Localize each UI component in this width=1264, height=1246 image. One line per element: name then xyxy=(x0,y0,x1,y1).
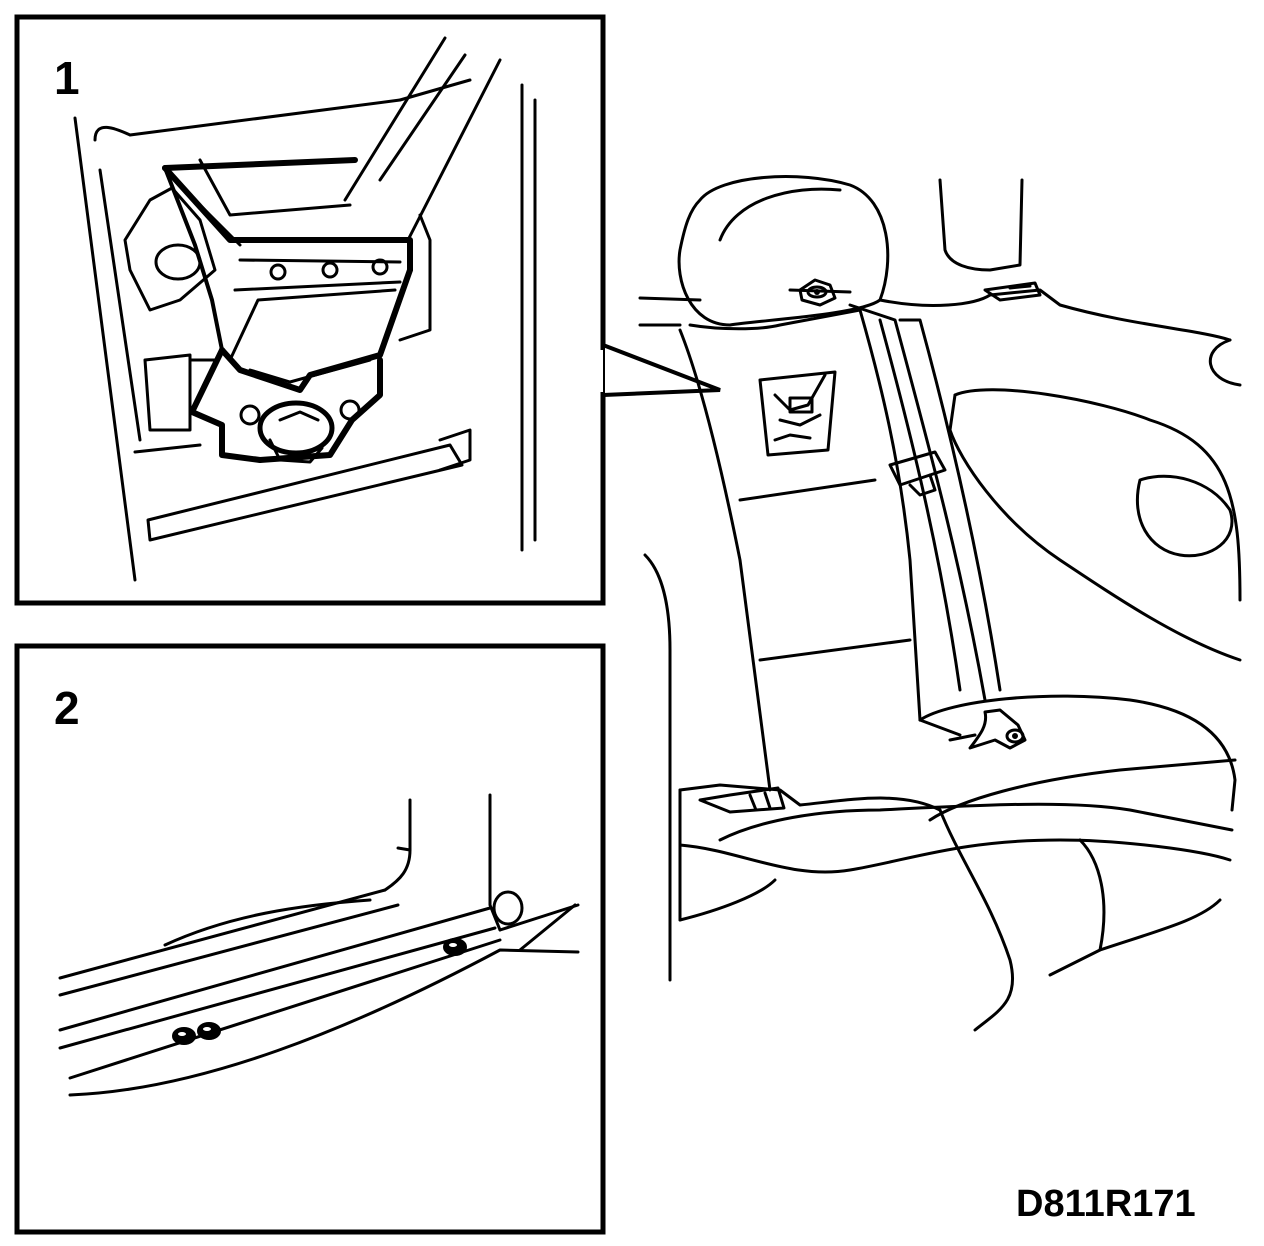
belt-anchor-detail xyxy=(73,36,537,582)
fastener-markers xyxy=(172,938,467,1045)
sill-fasteners-detail xyxy=(58,793,580,1097)
detail-panel-2: 2 xyxy=(14,643,606,1235)
fastener xyxy=(197,1022,221,1040)
rear-seat-illustration xyxy=(638,175,1242,1032)
detail-panel-2-number: 2 xyxy=(54,682,80,734)
fastener xyxy=(172,1027,196,1045)
fastener xyxy=(443,938,467,956)
seat-fastener-highlights xyxy=(814,289,1018,739)
detail-panel-1-number: 1 xyxy=(54,52,80,104)
callout-pointer xyxy=(601,342,721,398)
detail-panel-1-frame xyxy=(14,14,606,606)
detail-panel-1: 1 xyxy=(14,14,606,606)
detail-panel-2-frame xyxy=(14,643,606,1235)
figure-code: D811R171 xyxy=(1016,1183,1196,1225)
